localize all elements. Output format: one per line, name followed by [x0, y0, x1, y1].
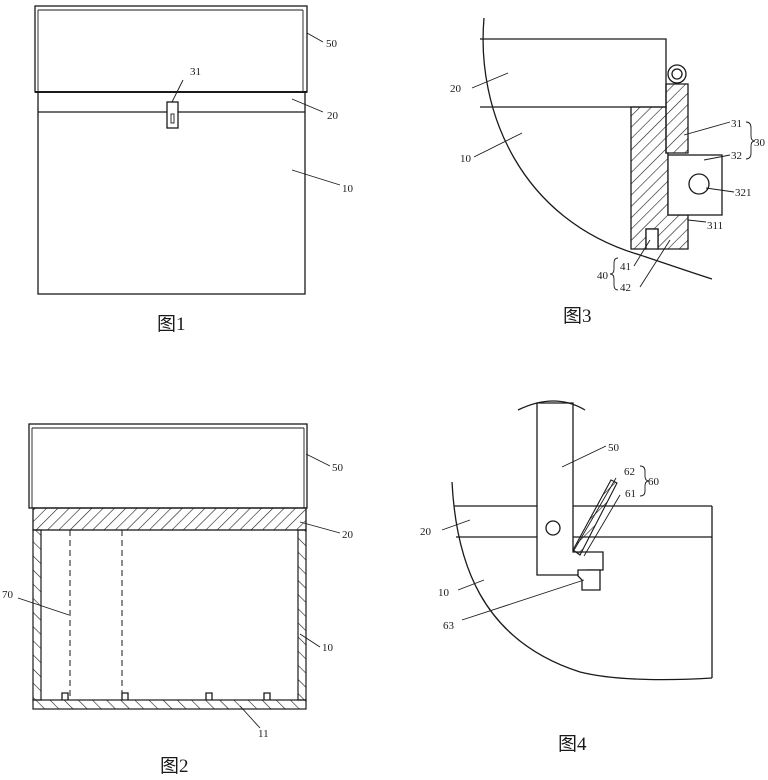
fig1-box	[37, 91, 306, 295]
fig3-caption: 图3	[563, 306, 592, 327]
fig1-label-box: 10	[342, 183, 354, 195]
fig2-label-box: 10	[322, 642, 334, 654]
fig2-left-wall	[32, 529, 42, 701]
fig3-label-hole: 321	[735, 187, 752, 199]
fig1-label-lock: 31	[190, 66, 201, 78]
fig4-box-curve	[451, 481, 713, 681]
fig4-pivot	[545, 520, 561, 536]
figure-1: 31 50 20 10 图1	[34, 5, 354, 335]
fig2-right-wall	[297, 529, 307, 701]
fig3-strap	[665, 83, 689, 154]
fig4-label-rim: 20	[420, 526, 432, 538]
figure-4: 50 62 60 61 20 10 63 图4	[420, 400, 713, 755]
fig4-label-group: 60	[648, 476, 660, 488]
fig1-lid	[34, 5, 308, 93]
fig2-rim	[32, 507, 307, 531]
fig3-label-strap: 31	[731, 118, 742, 130]
fig2-label-bottom: 11	[258, 728, 269, 740]
fig4-catch	[577, 569, 601, 591]
fig1-label-lid: 50	[326, 38, 338, 50]
fig4-label-box: 10	[438, 587, 450, 599]
fig2-label-rim: 20	[342, 529, 354, 541]
fig2-bottom	[32, 699, 307, 710]
fig3-part-41	[645, 228, 659, 250]
fig3-label-hook: 311	[707, 220, 723, 232]
fig4-spring	[572, 479, 618, 556]
fig3-rim	[480, 38, 667, 108]
fig4-caption: 图4	[558, 734, 587, 755]
fig1-lock	[166, 101, 179, 129]
figure-2: 50 20 70 10 11 图2	[2, 423, 354, 777]
fig3-label-group-b: 40	[597, 270, 609, 282]
fig1-label-rim: 20	[327, 110, 339, 122]
fig1-caption: 图1	[157, 314, 186, 335]
figure-3: 20 10 31 30 32 321 311 40 41 42 图3	[450, 17, 766, 327]
fig4-label-lid: 50	[608, 442, 620, 454]
fig4-label-part-b: 62	[624, 466, 635, 478]
fig2-label-lid: 50	[332, 462, 344, 474]
fig3-hole	[688, 173, 710, 195]
fig2-lid	[28, 423, 308, 509]
fig3-block	[667, 154, 723, 216]
fig3-break-curve	[482, 17, 713, 280]
fig3-hinge-outer	[667, 64, 687, 84]
fig3-label-block: 32	[731, 150, 742, 162]
fig2-caption: 图2	[160, 756, 189, 777]
fig2-label-partition: 70	[2, 589, 14, 601]
fig4-label-part-a: 61	[625, 488, 636, 500]
fig3-label-part-b: 42	[620, 282, 631, 294]
fig3-label-rim: 20	[450, 83, 462, 95]
fig4-lid-arm	[536, 402, 604, 576]
fig3-label-box: 10	[460, 153, 472, 165]
fig3-label-group: 30	[754, 137, 766, 149]
fig3-label-part-a: 41	[620, 261, 631, 273]
fig4-label-catch: 63	[443, 620, 455, 632]
